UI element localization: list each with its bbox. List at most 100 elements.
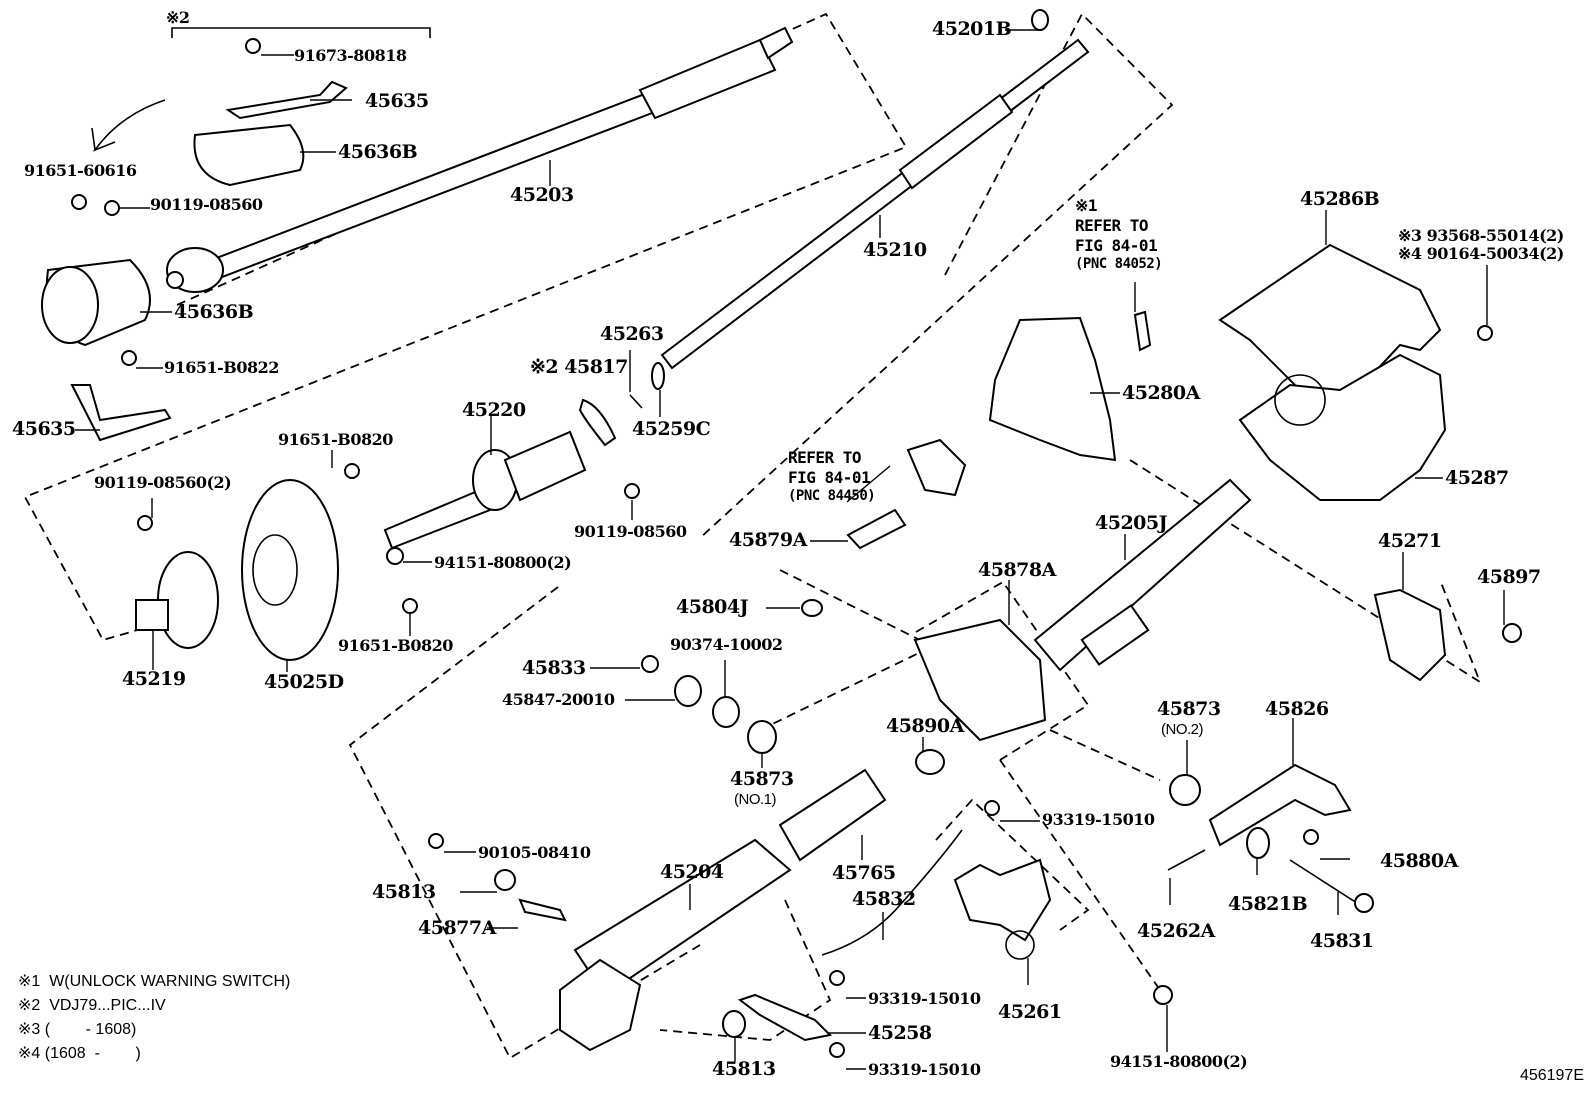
label-45271: 45271 (1378, 530, 1442, 552)
label-45813-b: 45813 (712, 1058, 776, 1080)
label-93319-15010-a: 93319-15010 (1042, 810, 1155, 829)
direction-arrow-icon (91, 99, 166, 152)
label-45286B: 45286B (1300, 188, 1380, 210)
label-93319-15010-b: 93319-15010 (868, 989, 981, 1008)
rod-end (1354, 893, 1374, 913)
label-45897: 45897 (1477, 566, 1541, 588)
label-45205J: 45205J (1095, 512, 1168, 534)
label-94151-80800-2-a: 94151-80800(2) (434, 553, 572, 572)
label-45832: 45832 (852, 888, 916, 910)
link-45821B (1246, 827, 1270, 859)
label-91651-B0820-b: 91651-B0820 (338, 636, 453, 655)
label-45203: 45203 (510, 184, 574, 206)
ref-line: FIG 84-01 (788, 468, 871, 487)
spacer-45833 (641, 655, 659, 673)
bracket-45878A (913, 618, 1047, 742)
note-1: ※1 W(UNLOCK WARNING SWITCH) (18, 973, 291, 990)
switch-84052 (1133, 310, 1152, 352)
label-45210: 45210 (863, 239, 927, 261)
assembly-boundary-upper-right (699, 12, 1174, 539)
universal-joint-45220 (383, 430, 587, 550)
dashed-link (1049, 729, 1161, 781)
label-45219: 45219 (122, 668, 186, 690)
assembly-boundary-switch (935, 798, 1090, 931)
label-45890A: 45890A (886, 715, 964, 737)
cover-opening (41, 266, 99, 344)
label-45877A: 45877A (418, 917, 496, 939)
rod-45831 (1289, 859, 1361, 906)
tube-45205J (1033, 478, 1252, 672)
label-45025D: 45025D (264, 671, 344, 693)
bushing-45873-1 (747, 720, 777, 754)
lever-45826 (1208, 763, 1352, 847)
pin-45877A (518, 898, 567, 922)
assembly-boundary-bracket (915, 580, 1090, 761)
ref-pnc: (PNC 84052) (1075, 256, 1163, 272)
ref-line: REFER TO (788, 448, 862, 467)
tube-bracket (1080, 604, 1150, 666)
label-45765: 45765 (832, 862, 896, 884)
label-45261: 45261 (998, 1001, 1062, 1023)
label-45636B-upper: 45636B (338, 141, 418, 163)
note-marker-2: ※2 (166, 8, 190, 27)
figure-id: 456197E (1519, 1067, 1584, 1084)
ref-note-marker: ※1 (1075, 196, 1098, 215)
label-93319-15010-c: 93319-15010 (868, 1060, 981, 1079)
washer-45847 (674, 675, 702, 707)
pin-45263 (629, 394, 643, 409)
label-45821B: 45821B (1228, 893, 1308, 915)
label-45878A: 45878A (978, 559, 1056, 581)
intermediate-shaft (166, 26, 794, 293)
label-45287: 45287 (1445, 467, 1509, 489)
spring-45262A (1167, 849, 1206, 871)
lever-45258 (737, 993, 833, 1042)
reference-note-84052: ※1 REFER TO FIG 84-01 (PNC 84052) (1075, 196, 1163, 274)
label-45831: 45831 (1310, 930, 1374, 952)
label-91673-80818: 91673-80818 (294, 46, 407, 65)
label-45635-upper: 45635 (365, 90, 429, 112)
label-45873-no1: 45873 (730, 768, 794, 790)
ref-line: REFER TO (1075, 216, 1149, 235)
bushing-45873-2 (1169, 774, 1201, 806)
tilt-lever-45817 (578, 398, 617, 447)
dashed-link (759, 649, 926, 731)
note-4: ※4 (1608 - ) (18, 1045, 141, 1062)
label-45817: ※2 45817 (530, 356, 628, 378)
label-90374-10002: 90374-10002 (670, 635, 783, 654)
label-45873-no2: 45873 (1157, 698, 1221, 720)
label-45259C: 45259C (632, 418, 711, 440)
sleeve-45765 (778, 768, 887, 862)
clip-45813-b (722, 1010, 746, 1038)
bracket-45635-lower (70, 384, 172, 442)
ref-line: FIG 84-01 (1075, 236, 1158, 255)
label-45833: 45833 (522, 657, 586, 679)
notes-legend: ※1 W(UNLOCK WARNING SWITCH) ※2 VDJ79...P… (18, 970, 290, 1066)
lower-cover-45287 (1238, 353, 1447, 501)
leader-lines (75, 29, 1505, 1070)
label-90119-08560-a: 90119-08560 (150, 195, 263, 214)
switch-84450 (906, 438, 967, 497)
lock-housing-45280A (988, 316, 1117, 462)
label-45263: 45263 (600, 323, 664, 345)
label-45201B: 45201B (932, 18, 1012, 40)
ring-45259C (651, 362, 665, 390)
label-45826: 45826 (1265, 698, 1329, 720)
label-91651-B0822: 91651-B0822 (164, 358, 279, 377)
label-45204: 45204 (660, 861, 724, 883)
label-45879A: 45879A (729, 529, 807, 551)
bolts (71, 38, 1522, 1058)
reference-note-84450: REFER TO FIG 84-01 (PNC 84450) (788, 448, 876, 506)
bracket-45635-upper (225, 80, 348, 120)
bracket-45271 (1373, 588, 1447, 682)
label-90105-08410: 90105-08410 (478, 843, 591, 862)
label-45280A: 45280A (1122, 382, 1200, 404)
label-45258: 45258 (868, 1022, 932, 1044)
label-45262A: 45262A (1137, 920, 1215, 942)
upper-cover-45286B (1218, 243, 1442, 422)
label-45813-a: 45813 (372, 881, 436, 903)
label-45220: 45220 (462, 399, 526, 421)
label-91651-60616: 91651-60616 (24, 161, 137, 180)
plate-45879A (846, 508, 907, 550)
dashed-link (999, 759, 1161, 991)
